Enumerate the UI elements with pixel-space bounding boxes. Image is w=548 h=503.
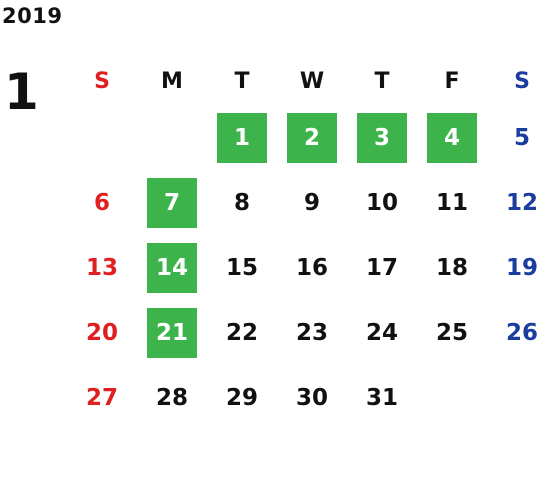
day-number: 26 — [505, 319, 538, 346]
weekday-tuesday: T — [234, 68, 250, 94]
empty-day-cell — [137, 105, 207, 170]
day-cell: 13 — [67, 235, 137, 300]
day-cell: 11 — [417, 170, 487, 235]
highlighted-day-number: 21 — [147, 307, 197, 358]
day-number: 10 — [365, 189, 398, 216]
day-cell: 6 — [67, 170, 137, 235]
week-row: 6 7 8 9 10 11 12 — [67, 170, 548, 235]
day-cell: 23 — [277, 300, 347, 365]
day-number: 8 — [233, 189, 250, 216]
weekday-friday: F — [444, 68, 460, 94]
day-number: 13 — [85, 254, 118, 281]
week-row: 20 21 22 23 24 25 26 — [67, 300, 548, 365]
day-cell: 27 — [67, 365, 137, 430]
empty-day-cell — [67, 105, 137, 170]
highlighted-day-number: 1 — [217, 112, 267, 163]
weekday-thursday: T — [374, 68, 390, 94]
weekday-saturday: S — [514, 68, 530, 94]
highlighted-day-number: 14 — [147, 242, 197, 293]
day-number: 31 — [365, 384, 398, 411]
day-cell: 14 — [137, 235, 207, 300]
day-number: 16 — [295, 254, 328, 281]
highlighted-day-number: 3 — [357, 112, 407, 163]
weekday-wednesday: W — [299, 68, 325, 94]
day-number: 18 — [435, 254, 468, 281]
day-cell: 1 — [207, 105, 277, 170]
day-cell: 30 — [277, 365, 347, 430]
day-number: 11 — [435, 189, 468, 216]
day-cell: 8 — [207, 170, 277, 235]
day-number: 17 — [365, 254, 398, 281]
day-number: 28 — [155, 384, 188, 411]
highlighted-day-number: 4 — [427, 112, 477, 163]
day-cell: 4 — [417, 105, 487, 170]
day-number: 24 — [365, 319, 398, 346]
day-number: 12 — [505, 189, 538, 216]
day-number: 9 — [303, 189, 320, 216]
day-cell: 29 — [207, 365, 277, 430]
highlighted-day-number: 7 — [147, 177, 197, 228]
day-cell: 21 — [137, 300, 207, 365]
day-cell: 17 — [347, 235, 417, 300]
empty-day-cell — [487, 365, 548, 430]
day-number: 29 — [225, 384, 258, 411]
week-row: 13 14 15 16 17 18 19 — [67, 235, 548, 300]
weekday-sunday: S — [94, 68, 110, 94]
day-cell: 19 — [487, 235, 548, 300]
day-number: 19 — [505, 254, 538, 281]
month-number: 1 — [4, 63, 39, 121]
day-number: 25 — [435, 319, 468, 346]
day-cell: 9 — [277, 170, 347, 235]
day-cell: 28 — [137, 365, 207, 430]
weekday-header-row: S M T W T F S — [67, 57, 548, 105]
day-cell: 16 — [277, 235, 347, 300]
week-row: 27 28 29 30 31 — [67, 365, 548, 430]
day-cell: 5 — [487, 105, 548, 170]
day-number: 27 — [85, 384, 118, 411]
day-cell: 22 — [207, 300, 277, 365]
highlighted-day-number: 2 — [287, 112, 337, 163]
day-cell: 24 — [347, 300, 417, 365]
day-cell: 2 — [277, 105, 347, 170]
day-cell: 7 — [137, 170, 207, 235]
day-number: 6 — [93, 189, 110, 216]
day-cell: 10 — [347, 170, 417, 235]
day-cell: 15 — [207, 235, 277, 300]
day-cell: 20 — [67, 300, 137, 365]
weekday-monday: M — [161, 68, 183, 94]
day-number: 23 — [295, 319, 328, 346]
day-number: 15 — [225, 254, 258, 281]
day-cell: 3 — [347, 105, 417, 170]
day-number: 5 — [513, 124, 530, 151]
day-cell: 26 — [487, 300, 548, 365]
day-cell: 31 — [347, 365, 417, 430]
day-cell: 25 — [417, 300, 487, 365]
empty-day-cell — [417, 365, 487, 430]
day-cell: 18 — [417, 235, 487, 300]
day-number: 22 — [225, 319, 258, 346]
day-cell: 12 — [487, 170, 548, 235]
day-number: 30 — [295, 384, 328, 411]
day-number: 20 — [85, 319, 118, 346]
year-label: 2019 — [2, 4, 63, 28]
